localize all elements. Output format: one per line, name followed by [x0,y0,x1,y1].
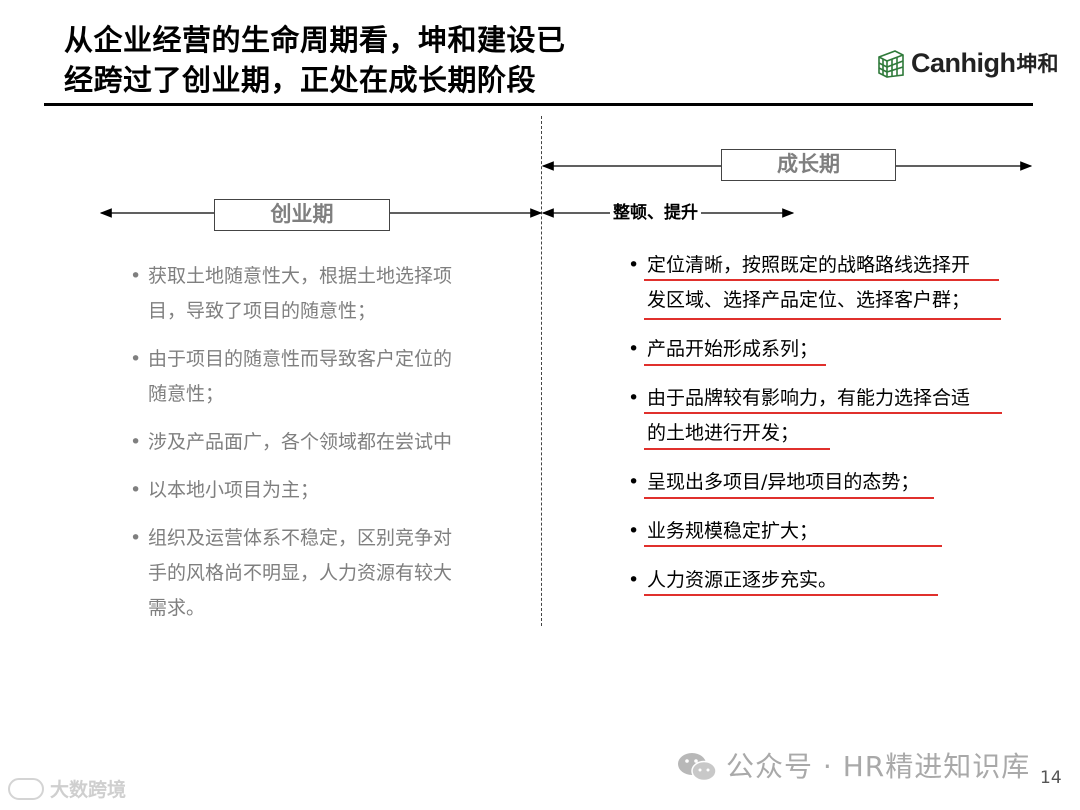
list-item-line: 由于品牌较有影响力，有能力选择合适 [647,387,971,409]
list-item-line: 由于项目的随意性而导致客户定位的 [148,348,453,370]
bullet-icon: • [628,338,640,360]
growth-phase-label: 成长期 [777,152,840,176]
growth-phase-box: 成长期 [721,149,896,181]
list-item: • 业务规模稳定扩大； [628,514,1028,549]
page-title: 从企业经营的生命周期看，坤和建设已 经跨过了创业期，正处在成长期阶段 [64,20,864,100]
bullet-icon: • [130,479,142,501]
list-item-line: 发区域、选择产品定位、选择客户群； [647,289,971,311]
watermark-text: 公众号 · HR精进知识库 [726,750,1031,783]
title-line-1: 从企业经营的生命周期看，坤和建设已 [64,23,566,57]
list-item-line: 以本地小项目为主； [148,479,320,501]
list-item-line: 涉及产品面广，各个领域都在尝试中 [148,431,453,453]
consolidation-label: 整顿、提升 [610,202,701,224]
list-item-line: 获取土地随意性大，根据土地选择项 [148,265,453,287]
list-item: • 呈现出多项目/异地项目的态势； [628,465,1028,500]
bullet-icon: • [130,527,142,549]
list-item: • 人力资源正逐步充实。 [628,563,1028,598]
startup-phase-box: 创业期 [214,199,390,231]
bullet-icon: • [628,520,640,542]
watermark: 公众号 · HR精进知识库 [676,750,1030,784]
logo-brand: Canhigh [911,47,1016,78]
title-rule [44,103,1033,106]
list-item: • 以本地小项目为主； [130,473,490,508]
growth-points-list: • 定位清晰，按照既定的战略路线选择开 发区域、选择产品定位、选择客户群； • … [628,248,1028,612]
highlight-underline [644,364,826,366]
list-item-line: 组织及运营体系不稳定，区别竞争对 [148,527,453,549]
highlight-underline [644,497,934,499]
phase-divider [541,116,542,626]
list-item-line: 的土地进行开发； [647,422,800,444]
highlight-underline [644,545,942,547]
list-item: • 由于项目的随意性而导致客户定位的 随意性； [130,342,490,412]
logo-brand-cn: 坤和 [1016,52,1059,76]
bullet-icon: • [628,387,640,409]
loop-icon [8,777,44,800]
list-item-line: 需求。 [148,597,206,619]
highlight-underline [644,318,1001,320]
highlight-underline [644,594,938,596]
title-line-2: 经跨过了创业期，正处在成长期阶段 [64,63,537,97]
highlight-underline [644,279,999,281]
list-item-line: 目，导致了项目的随意性； [148,300,377,322]
company-logo: Canhigh 坤和 [875,45,1059,81]
bullet-icon: • [130,265,142,287]
left-watermark: 大数跨境 [8,775,126,802]
list-item-line: 业务规模稳定扩大； [647,520,819,542]
left-watermark-text: 大数跨境 [50,779,127,801]
list-item-line: 呈现出多项目/异地项目的态势； [647,471,920,493]
list-item: • 组织及运营体系不稳定，区别竞争对 手的风格尚不明显，人力资源有较大 需求。 [130,521,490,626]
highlight-underline [644,448,830,450]
list-item-line: 人力资源正逐步充实。 [647,569,838,591]
list-item: • 定位清晰，按照既定的战略路线选择开 发区域、选择产品定位、选择客户群； [628,248,1028,320]
bullet-icon: • [628,471,640,493]
highlight-underline [644,412,1002,414]
list-item-line: 产品开始形成系列； [647,338,819,360]
building-grid-icon [878,50,904,78]
startup-phase-label: 创业期 [270,202,334,226]
bullet-icon: • [130,348,142,370]
list-item: • 产品开始形成系列； [628,332,1028,367]
bullet-icon: • [130,431,142,453]
list-item: • 由于品牌较有影响力，有能力选择合适 的土地进行开发； [628,381,1028,451]
list-item-line: 定位清晰，按照既定的战略路线选择开 [647,254,971,276]
list-item: • 涉及产品面广，各个领域都在尝试中 [130,425,490,460]
list-item: • 获取土地随意性大，根据土地选择项 目，导致了项目的随意性； [130,259,490,329]
wechat-icon [678,753,717,782]
bullet-icon: • [628,254,640,276]
list-item-line: 随意性； [148,383,225,405]
startup-points-list: • 获取土地随意性大，根据土地选择项 目，导致了项目的随意性； • 由于项目的随… [130,259,490,639]
page-number: 14 [1040,768,1062,788]
list-item-line: 手的风格尚不明显，人力资源有较大 [148,562,453,584]
bullet-icon: • [628,569,640,591]
